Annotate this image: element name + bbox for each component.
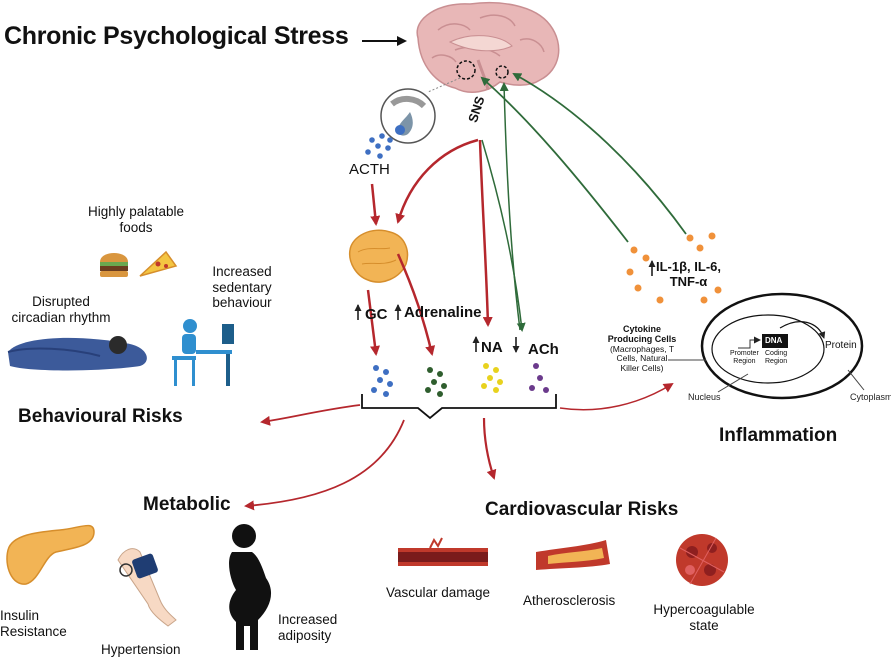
sns-to-na-arrow — [478, 139, 493, 327]
pancreas-icon — [6, 524, 95, 585]
cytokine-producing-cell — [668, 292, 865, 400]
to-behavioural-arrow — [260, 404, 361, 426]
atherosclerosis-icon — [536, 540, 610, 570]
to-cardiovascular-arrow — [482, 417, 497, 480]
na-label: NA — [481, 339, 503, 356]
burger-icon — [100, 253, 128, 277]
to-metabolic-arrow — [244, 419, 405, 511]
adrenaline-dots — [425, 367, 447, 397]
cytokine-label: IL-1β, IL-6, TNF-α — [656, 259, 721, 290]
vascular-damage-icon — [398, 537, 488, 566]
gc-dots — [371, 365, 393, 397]
ach-feedback-arrow — [499, 82, 521, 331]
cytokine-dots — [626, 232, 722, 304]
foods-label: Highly palatable foods — [87, 204, 185, 235]
pituitary-inset — [380, 88, 436, 144]
body-silhouette-icon — [229, 524, 272, 650]
protein-label: Protein — [825, 340, 857, 351]
cytoplasm-label: Cytoplasm — [850, 392, 891, 402]
adrenal-gland-illustration — [348, 229, 409, 283]
brain-illustration — [416, 1, 560, 94]
gc-label: GC — [365, 306, 388, 323]
ach-label: ACh — [528, 341, 559, 358]
to-inflammation-arrow — [559, 382, 674, 411]
hypertension-label: Hypertension — [101, 642, 181, 657]
insulin-resistance-label: Insulin Resistance — [0, 608, 67, 639]
na-dots — [481, 363, 503, 393]
cardiovascular-risks-heading: Cardiovascular Risks — [485, 499, 679, 520]
pizza-icon — [139, 250, 178, 277]
blood-pressure-arm-icon — [117, 548, 177, 627]
desk-worker-icon — [172, 319, 234, 386]
sleeping-person-icon — [7, 336, 147, 371]
behavioural-risks-heading: Behavioural Risks — [18, 406, 183, 427]
inflammation-heading: Inflammation — [719, 425, 838, 446]
sns-to-adrenal-arrow — [395, 138, 479, 224]
cytokine-label-line1: IL-1β, IL-6, — [656, 259, 721, 274]
sns-to-ach-arrow — [481, 139, 526, 332]
dna-label: DNA — [765, 336, 783, 345]
cytokine-feedback-arrow-1 — [480, 76, 629, 243]
acth-label: ACTH — [349, 161, 390, 178]
metabolic-heading: Metabolic — [143, 494, 231, 515]
acth-to-adrenal-arrow — [370, 183, 381, 226]
nucleus-label: Nucleus — [688, 392, 721, 402]
adrenaline-label: Adrenaline — [404, 304, 482, 321]
vascular-damage-label: Vascular damage — [386, 585, 491, 600]
hypercoagulable-clot-icon — [676, 534, 728, 586]
circadian-label: Disrupted circadian rhythm — [11, 294, 111, 325]
cytokine-feedback-arrow-2 — [512, 73, 687, 235]
cytokine-cell-title: Cytokine Producing Cells — [607, 324, 677, 345]
adrenal-to-gc-arrow — [366, 289, 380, 356]
promoter-region-label: Promoter Region — [730, 350, 759, 366]
sedentary-label: Increased sedentary behaviour — [212, 264, 272, 311]
adrenal-to-adrenaline-arrow — [396, 253, 436, 356]
atherosclerosis-label: Atherosclerosis — [523, 593, 616, 608]
adiposity-label: Increased adiposity — [278, 612, 338, 643]
hypercoagulable-label: Hypercoagulable state — [653, 602, 755, 633]
hormone-bracket — [361, 394, 557, 420]
cytokine-label-line2: TNF-α — [669, 273, 708, 289]
coding-region-label: Coding Region — [765, 350, 788, 366]
acth-dots — [365, 133, 393, 159]
ach-dots — [529, 363, 549, 393]
page-title: Chronic Psychological Stress — [4, 22, 349, 50]
cytokine-cell-label: Cytokine Producing Cells (Macrophages, T… — [604, 324, 680, 374]
cytokine-cell-detail: (Macrophages, T Cells, Natural Killer Ce… — [609, 343, 675, 374]
